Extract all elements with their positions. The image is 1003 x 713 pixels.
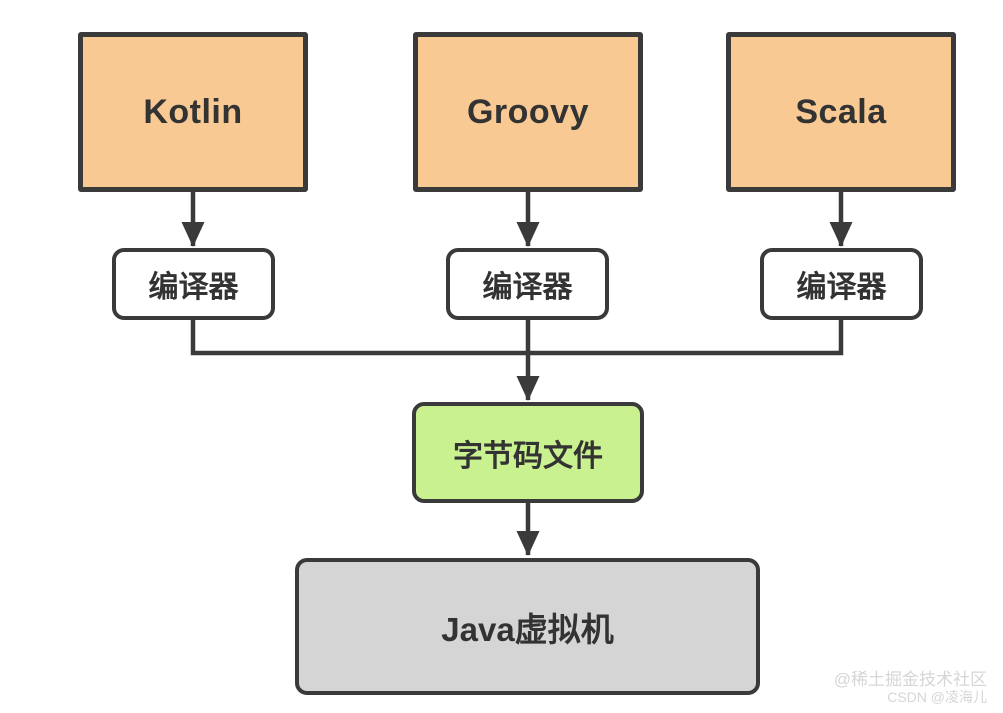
compiler-label: 编译器: [482, 271, 573, 304]
compiler-box-groovy: 编译器: [446, 248, 609, 320]
compiler-label: 编译器: [796, 271, 887, 304]
bytecode-file-box: 字节码文件: [412, 402, 644, 503]
language-box-scala: Scala: [726, 32, 956, 192]
jvm-box: Java虚拟机: [295, 558, 760, 695]
language-label-scala: Scala: [795, 92, 887, 131]
language-label-groovy: Groovy: [466, 92, 590, 131]
watermark-line-juejin: @稀土掘金技术社区: [833, 669, 987, 689]
watermark-line-csdn: CSDN @凌海儿: [887, 688, 987, 705]
language-box-kotlin: Kotlin: [78, 32, 308, 192]
compiler-box-kotlin: 编译器: [112, 248, 275, 320]
connector-compilers-merge-bus: [190, 318, 844, 356]
compiler-label: 编译器: [148, 271, 239, 304]
compiler-box-scala: 编译器: [760, 248, 923, 320]
language-label-kotlin: Kotlin: [143, 92, 243, 131]
watermark: @稀土掘金技术社区 CSDN @凌海儿: [833, 669, 987, 705]
bytecode-file-label: 字节码文件: [453, 439, 603, 473]
jvm-label: Java虚拟机: [441, 610, 614, 648]
language-box-groovy: Groovy: [413, 32, 643, 192]
